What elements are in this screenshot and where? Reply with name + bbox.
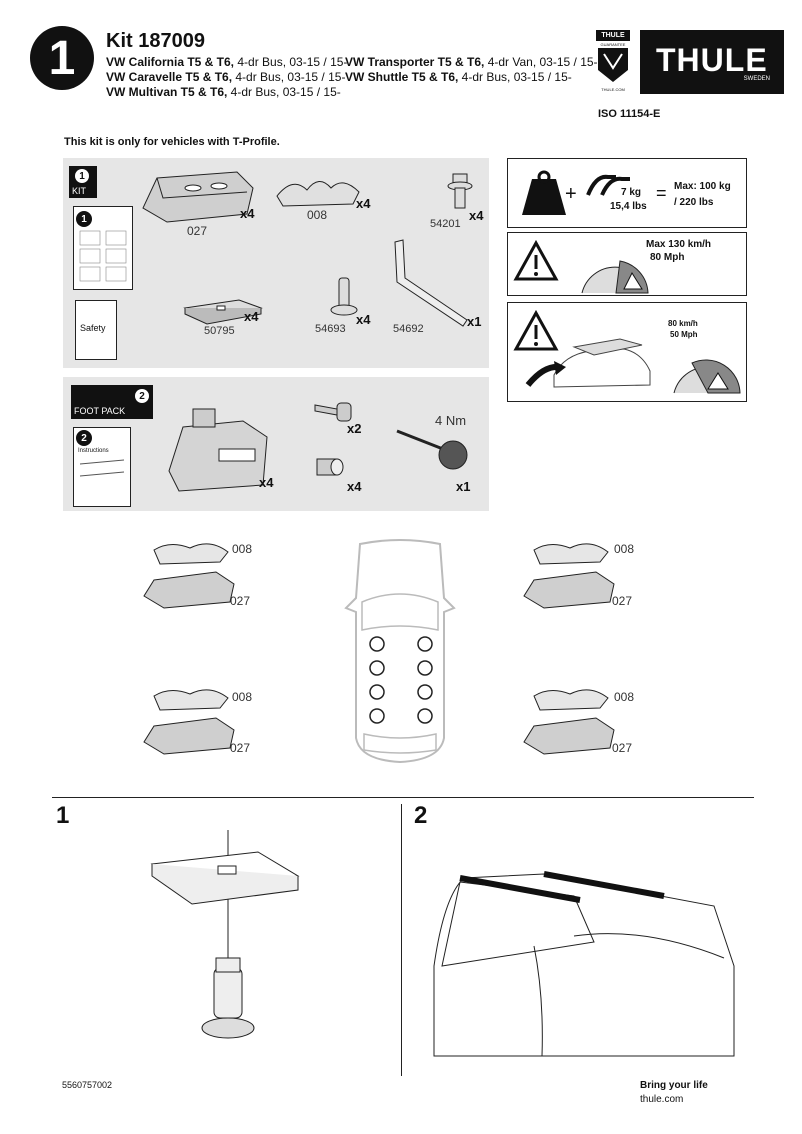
foot-pad-027-icon	[142, 171, 254, 223]
vehicle-line: VW Transporter T5 & T6, 4-dr Van, 03-15 …	[345, 55, 598, 69]
bar-weight-lbs: 15,4 lbs	[610, 201, 647, 212]
plate-50795-icon	[183, 299, 263, 325]
vehicle-list-left: VW California T5 & T6, 4-dr Bus, 03-15 /…	[106, 55, 347, 100]
part-qty: x2	[347, 421, 362, 436]
max-speed-kmh: Max 130 km/h	[646, 239, 712, 250]
plus-sign: +	[565, 183, 577, 205]
thule-logo: THULE SWEDEN	[640, 30, 784, 94]
part-code: 027	[187, 224, 208, 238]
placement-label-008: 008	[614, 690, 635, 704]
step-2-number: 2	[414, 802, 428, 829]
max-speed-mph: 80 Mph	[650, 252, 685, 263]
speedometer-icon	[581, 260, 649, 294]
key-icon	[314, 402, 352, 422]
weight-icon	[522, 170, 566, 215]
max-load-lbs: / 220 lbs	[674, 197, 714, 208]
kit-title: Kit 187009	[106, 30, 205, 52]
placement-label-027: 027	[612, 741, 633, 755]
steps-vertical-divider	[401, 804, 402, 1076]
part-code: 54693	[315, 323, 346, 335]
foot-pack-instruction-booklet: 2 Instructions	[73, 427, 131, 507]
kit-tab: 1 KIT	[69, 166, 97, 198]
t-profile-notice: This kit is only for vehicles with T-Pro…	[64, 136, 280, 148]
kit-panel: 1 KIT 1 Safety x4 027 x4 008 x4 54201	[63, 158, 489, 368]
roof-rack-foot-icon	[168, 408, 268, 492]
roof-bars-icon	[586, 174, 630, 196]
speed-mph: 50 Mph	[670, 330, 698, 339]
warning-icon	[513, 239, 559, 281]
placement-label-027: 027	[230, 741, 251, 755]
guarantee-badge: THULE GUARANTEE THULE.COM	[596, 30, 630, 94]
part-qty: x4	[469, 208, 484, 223]
t-bolt-54693-icon	[330, 277, 358, 316]
speed-kmh: 80 km/h	[668, 319, 698, 328]
part-code: 50795	[204, 325, 235, 337]
bar-weight: 7 kg	[621, 187, 642, 198]
part-qty: x4	[347, 479, 362, 494]
foot-assembly-front-left	[143, 543, 235, 609]
foot-assembly-rear-left	[143, 689, 235, 755]
placement-label-027: 027	[612, 594, 633, 608]
website-link[interactable]: thule.com	[640, 1094, 684, 1105]
part-qty: x4	[356, 196, 371, 211]
torque-value: 4 Nm	[435, 413, 467, 428]
part-code: 54201	[430, 218, 461, 230]
part-code: 008	[307, 208, 328, 222]
car-loading-icon	[525, 338, 651, 388]
loading-speed-box: 80 km/h 50 Mph	[507, 302, 747, 402]
max-speed-box: Max 130 km/h 80 Mph	[507, 232, 747, 296]
part-qty: x4	[244, 309, 259, 324]
vehicle-line: VW Shuttle T5 & T6, 4-dr Bus, 03-15 / 15…	[345, 70, 572, 84]
allen-key-54692-icon	[394, 239, 468, 327]
part-qty: x1	[467, 314, 482, 329]
foot-pack-panel: 2 FOOT PACK 2 Instructions x4 x2 x4 4 Nm…	[63, 377, 489, 511]
vehicle-top-view	[344, 539, 456, 764]
load-capacity-box: + 7 kg 15,4 lbs = Max: 100 kg / 220 lbs	[507, 158, 747, 228]
rubber-pad-008-icon	[276, 181, 360, 207]
safety-booklet: Safety	[75, 300, 117, 360]
step-1-number: 1	[56, 802, 70, 829]
bolt-54201-icon	[447, 173, 473, 209]
lock-cylinder-icon	[316, 458, 344, 476]
part-qty: x4	[356, 312, 371, 327]
foot-assembly-rear-right	[523, 689, 615, 755]
equals-sign: =	[656, 183, 667, 203]
placement-label-027: 027	[230, 594, 251, 608]
part-qty: x4	[240, 206, 255, 221]
step-2-van-roof-illustration	[433, 871, 735, 1057]
torque-tool-icon	[396, 429, 468, 470]
kit-instruction-booklet: 1	[73, 206, 133, 290]
placement-label-008: 008	[232, 690, 253, 704]
speedometer-icon	[673, 359, 741, 394]
part-code: 54692	[393, 323, 424, 335]
step-1-illustration	[150, 830, 300, 1039]
placement-label-008: 008	[614, 542, 635, 556]
document-number: 5560757002	[62, 1080, 113, 1090]
warning-icon	[513, 309, 559, 351]
max-load: Max: 100 kg	[674, 181, 731, 192]
vehicle-line: VW Caravelle T5 & T6, 4-dr Bus, 03-15 / …	[106, 70, 346, 84]
vehicle-list-right: VW Transporter T5 & T6, 4-dr Van, 03-15 …	[345, 55, 598, 85]
iso-standard: ISO 11154-E	[598, 108, 661, 120]
placement-label-008: 008	[232, 542, 253, 556]
shield-icon	[598, 48, 628, 82]
foot-pack-tab: 2 FOOT PACK	[71, 385, 153, 419]
part-qty: x1	[456, 479, 471, 494]
part-qty: x4	[259, 475, 274, 490]
tagline: Bring your life	[640, 1080, 708, 1091]
vehicle-line: VW California T5 & T6, 4-dr Bus, 03-15 /…	[106, 55, 348, 69]
vehicle-line: VW Multivan T5 & T6, 4-dr Bus, 03-15 / 1…	[106, 85, 341, 99]
steps-divider	[52, 797, 754, 798]
step-number-badge: 1	[30, 26, 94, 90]
foot-assembly-front-right	[523, 543, 615, 609]
